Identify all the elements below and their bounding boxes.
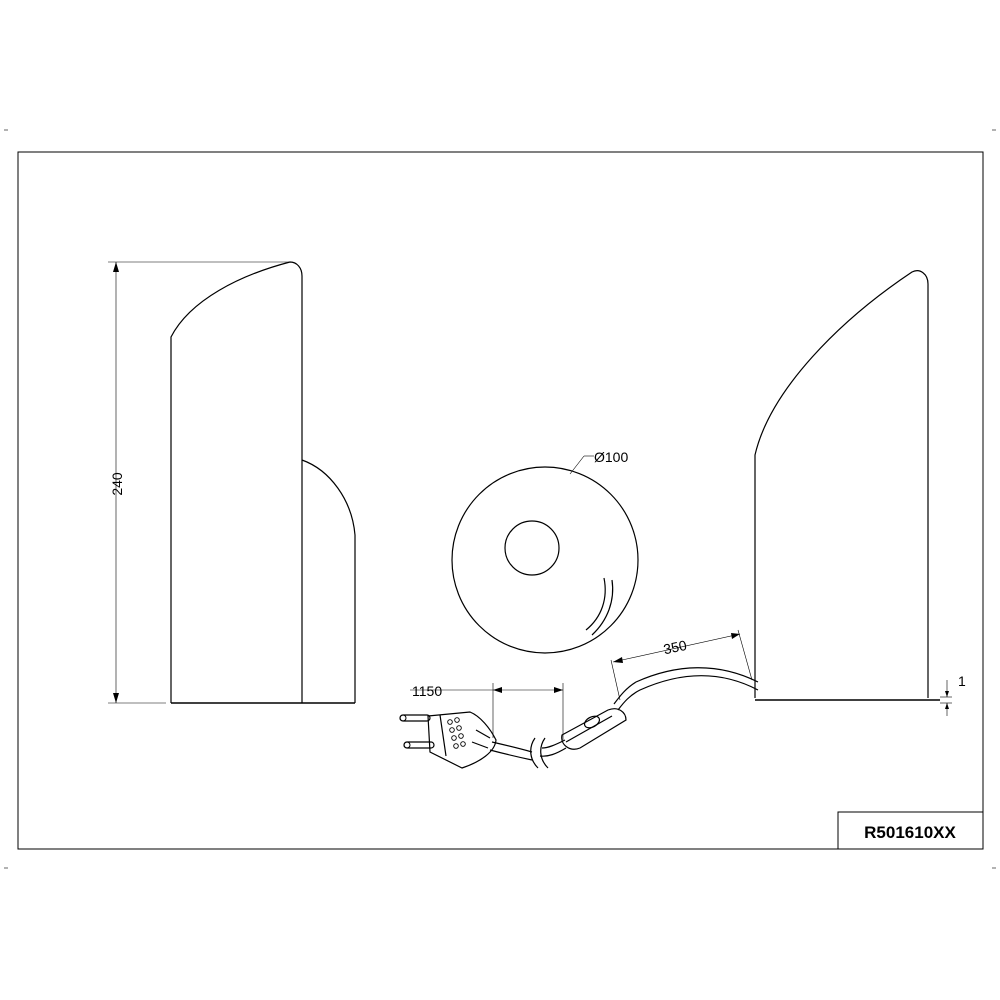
lamp-top-view: Ø100 — [451, 449, 639, 654]
height-dimension: 240 — [109, 472, 125, 496]
base-thickness-dimension: 1 — [958, 673, 966, 689]
part-number: R501610XX — [864, 823, 956, 842]
inline-switch — [561, 708, 627, 750]
power-cable — [399, 667, 759, 769]
lamp-front-view: 240 — [108, 261, 356, 704]
power-plug — [399, 711, 497, 769]
cable-length-dimension-plug: 1150 — [410, 683, 564, 740]
title-block: R501610XX — [837, 811, 984, 850]
drawing-frame — [17, 151, 984, 850]
cable-length-plug-label: 1150 — [412, 683, 442, 699]
lamp-side-view: 1 — [754, 270, 966, 716]
cable-length-dimension-switch: 350 — [610, 629, 753, 701]
cable-length-switch-label: 350 — [662, 637, 688, 658]
diameter-dimension: Ø100 — [594, 449, 628, 465]
crop-marks — [4, 129, 996, 869]
